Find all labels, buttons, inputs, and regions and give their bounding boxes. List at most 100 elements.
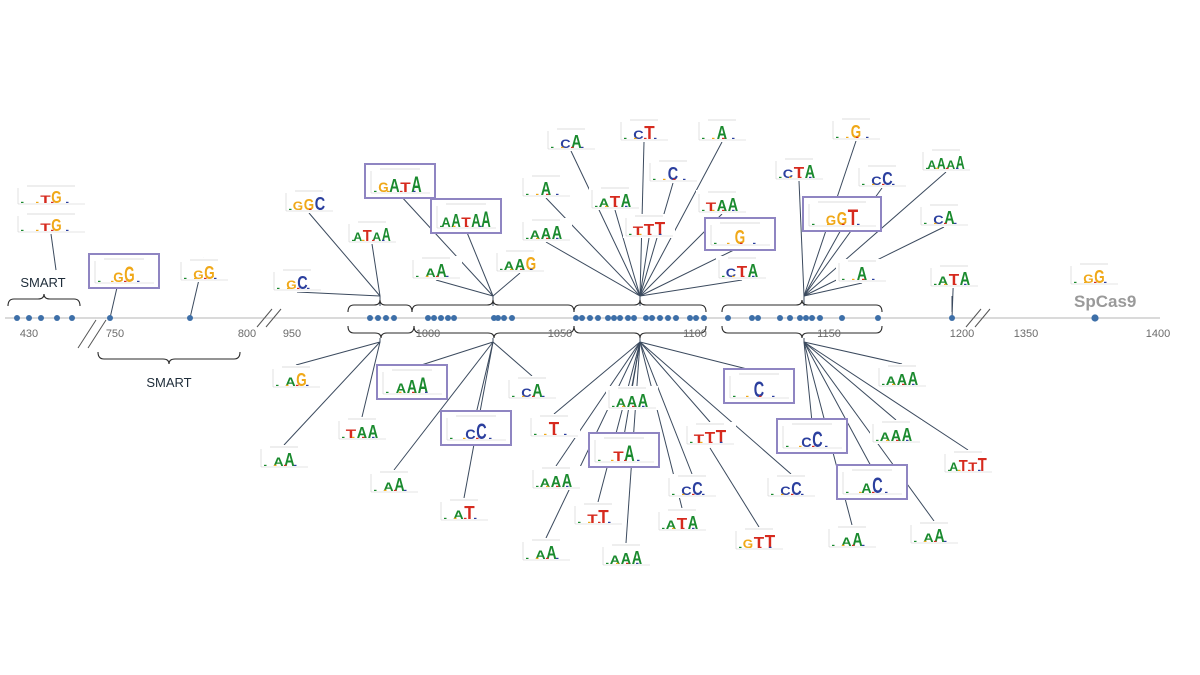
axis-break-mark (77, 319, 97, 349)
logo-noise-mark (522, 395, 525, 397)
axis-tick-label: 800 (238, 328, 256, 340)
axis-break-mark (256, 308, 273, 328)
position-dot (14, 315, 20, 321)
logo-noise-mark (297, 287, 300, 289)
logo-letter: A (627, 394, 637, 411)
logo-noise-mark (463, 437, 466, 439)
position-dot (657, 315, 663, 321)
logo-noise-mark (476, 437, 479, 439)
logo-noise-mark (546, 557, 549, 559)
logo-letter: A (937, 156, 946, 173)
logo-letter: A (389, 175, 399, 196)
logo-letter: A (938, 274, 949, 288)
logo-letter: T (549, 418, 560, 439)
logo-noise-mark (536, 193, 539, 195)
logo-letter: A (285, 375, 296, 389)
logo-letter: A (396, 380, 406, 396)
logo-noise-mark (309, 208, 312, 210)
position-dot (509, 315, 515, 321)
connector-line (393, 341, 494, 471)
logo-letter: A (852, 529, 862, 550)
position-dot (38, 315, 44, 321)
logo-letter: A (944, 207, 954, 228)
logo-letter: T (363, 228, 372, 245)
connector-line (597, 341, 641, 503)
logo-letter: A (934, 525, 944, 546)
logo-letter: A (357, 425, 367, 442)
connector-line (411, 341, 494, 369)
highlight-box (440, 410, 512, 446)
logo-noise-mark (374, 190, 377, 192)
connector-line (803, 282, 863, 297)
logo-letter: G (735, 227, 745, 249)
logo-noise-mark (124, 280, 127, 282)
logo-noise-mark (902, 383, 905, 385)
position-dot (649, 315, 655, 321)
logo-noise-mark (672, 493, 675, 495)
sequence-logo: A (696, 118, 748, 143)
logo-noise-mark (639, 233, 642, 235)
connector-line (803, 341, 813, 423)
logo-letter: A (436, 260, 446, 281)
connector-line (639, 341, 792, 475)
logo-letter: G (193, 268, 203, 282)
logo-letter: A (861, 480, 871, 496)
connector-line (803, 227, 843, 297)
connector-line (475, 341, 494, 415)
logo-noise-mark (307, 287, 310, 289)
logo-noise-mark (786, 445, 789, 447)
logo-letter: A (841, 535, 852, 549)
connector-line (803, 341, 935, 522)
logo-letter: A (382, 224, 391, 245)
logo-noise-mark (264, 464, 267, 466)
axis-tick-label: 1150 (817, 328, 841, 340)
logo-noise-mark (632, 405, 635, 407)
connector-line (803, 341, 897, 421)
logo-noise-mark (51, 201, 54, 203)
logo-noise-mark (284, 464, 287, 466)
logo-noise-mark (936, 167, 939, 169)
logo-letter: A (666, 518, 677, 532)
logo-noise-mark (624, 459, 627, 461)
logo-letter: C (315, 193, 325, 214)
logo-noise-mark (812, 445, 815, 447)
logo-letter: A (621, 190, 631, 211)
logo-letter: G (113, 269, 124, 285)
logo-letter: G (851, 121, 861, 142)
logo-noise-mark (412, 391, 415, 393)
logo-noise-mark (287, 287, 290, 289)
logo-background (15, 184, 87, 206)
logo-noise-mark (954, 222, 957, 224)
logo-noise-mark (387, 190, 390, 192)
logo-noise-mark (644, 137, 647, 139)
logo-noise-mark (1084, 281, 1087, 283)
logo-noise-mark (772, 395, 775, 397)
logo-noise-mark (352, 239, 355, 241)
logo-noise-mark (399, 391, 402, 393)
logo-letter: C (801, 434, 811, 450)
logo-noise-mark (799, 445, 802, 447)
logo-noise-mark (700, 441, 703, 443)
sequence-logo: C (647, 159, 699, 184)
position-dot (643, 315, 649, 321)
logo-noise-mark (98, 280, 101, 282)
logo-noise-mark (914, 540, 917, 542)
logo-noise-mark (21, 229, 24, 231)
logo-noise-mark (872, 183, 875, 185)
logo-noise-mark (872, 491, 875, 493)
position-dot (579, 315, 585, 321)
logo-noise-mark (866, 136, 869, 138)
logo-noise-mark (882, 183, 885, 185)
connector-line (492, 341, 533, 377)
logo-noise-mark (944, 283, 947, 285)
connector-line (553, 341, 641, 415)
logo-noise-mark (872, 278, 875, 280)
